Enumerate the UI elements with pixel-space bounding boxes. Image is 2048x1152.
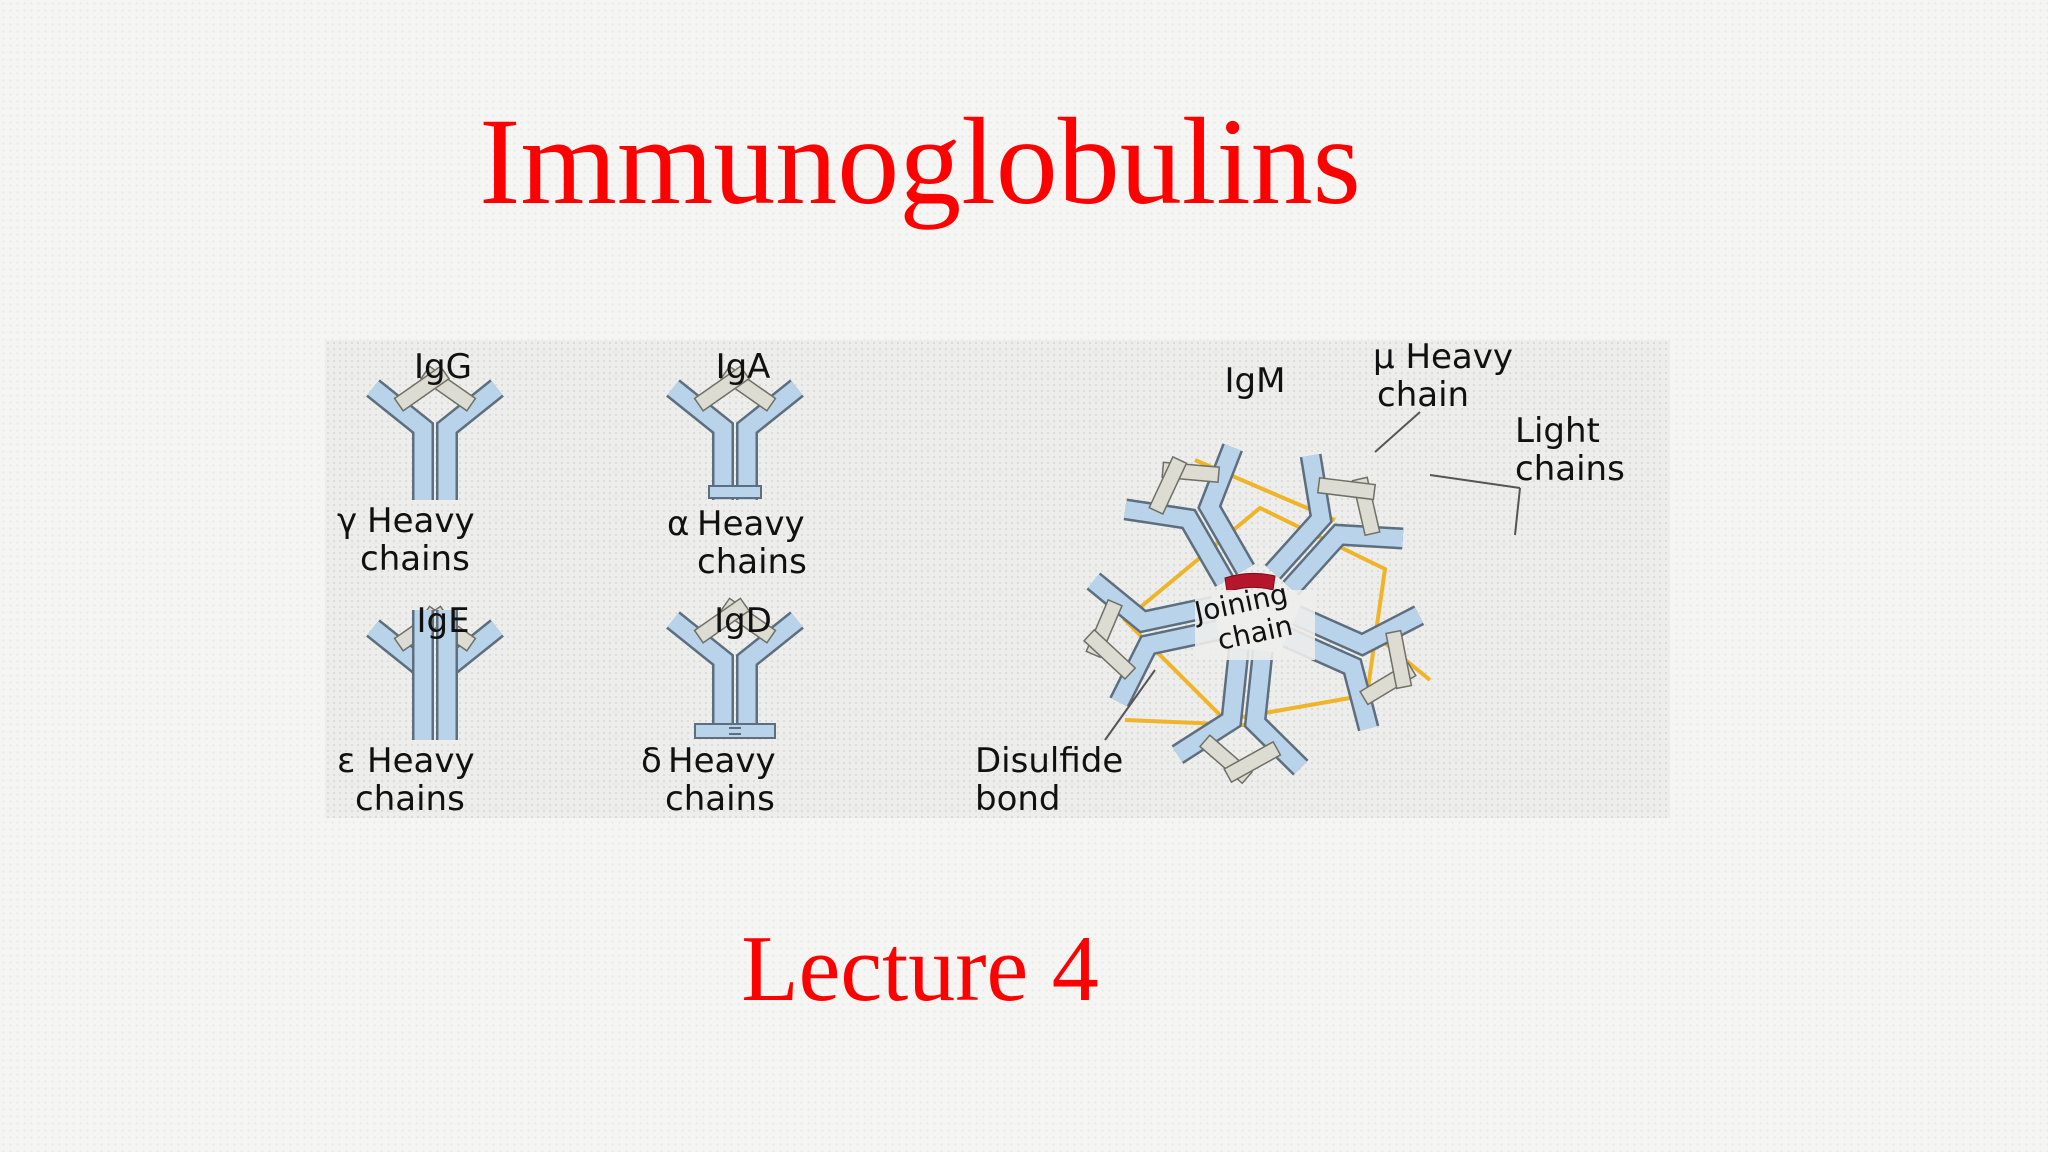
mu-chain-label: chain bbox=[1377, 375, 1469, 415]
iga-heavy-label: Heavy bbox=[697, 504, 805, 544]
igg-chain-symbol: γ bbox=[337, 501, 357, 541]
iga-chain-symbol: α bbox=[667, 504, 689, 544]
light-chains-label: chains bbox=[1515, 449, 1625, 489]
igd-label: IgD bbox=[714, 601, 772, 641]
light-label: Light bbox=[1515, 411, 1600, 451]
igd-chain-symbol: δ bbox=[641, 741, 662, 781]
immunoglobulin-figure: IgG γ Heavy chains IgA α Heavy chains Ig… bbox=[325, 340, 1670, 818]
iga-label: IgA bbox=[716, 347, 771, 387]
igg-chains-label: chains bbox=[360, 539, 470, 579]
mu-heavy-label: μ Heavy bbox=[1373, 340, 1513, 377]
slide-title: Immunoglobulins bbox=[479, 93, 1361, 230]
igd-chains-label: chains bbox=[665, 779, 775, 818]
ige-chains-label: chains bbox=[355, 779, 465, 818]
ige-label: IgE bbox=[416, 601, 469, 641]
iga-chains-label: chains bbox=[697, 542, 807, 582]
ige-heavy-label: Heavy bbox=[367, 741, 475, 781]
igm-pentamer bbox=[1072, 429, 1439, 790]
disulfide-label: Disulfide bbox=[975, 741, 1123, 781]
igm-label: IgM bbox=[1225, 361, 1286, 401]
disulfide-bond-label: bond bbox=[975, 779, 1061, 818]
ige-chain-symbol: ε bbox=[337, 741, 355, 781]
ige-molecule bbox=[373, 606, 497, 740]
igd-molecule bbox=[673, 598, 797, 738]
igg-label: IgG bbox=[414, 347, 472, 387]
igd-heavy-label: Heavy bbox=[668, 741, 776, 781]
slide-subtitle: Lecture 4 bbox=[741, 917, 1099, 1021]
disulfide-bond-ring bbox=[1122, 505, 1388, 723]
iga-molecule bbox=[673, 366, 797, 500]
igg-heavy-label: Heavy bbox=[367, 501, 475, 541]
